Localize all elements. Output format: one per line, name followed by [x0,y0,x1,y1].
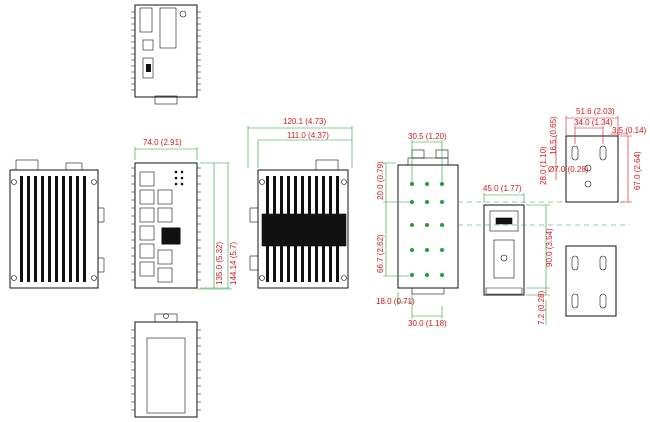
front-view: 74.0 (2.91) 135.0 (5.32) 144.14 (5.7) [131,138,238,290]
rear-top-offset-label: 20.0 (0.79) [376,161,385,200]
din-clip-height-label: 90.0 (3.54) [545,228,554,267]
alignment-lines [458,201,630,226]
din-clip: 45.0 (1.77) 90.0 (3.54) 7.2 (0.28) [483,184,554,325]
side-depth-total-label: 120.1 (4.73) [283,117,326,126]
rear-hole-vertical-label: 66.7 (2.62) [376,234,385,273]
wall-top-offset-label: 28.0 (1.10) [539,146,548,185]
wall-slot-label: 16.5 (0.65) [549,116,558,155]
wall-hole-spacing-label: 34.0 (1.34) [574,118,613,127]
wall-edge-offset-label: 3.5 (0.14) [612,126,647,135]
wall-mount-bracket: 51.6 (2.03) 34.0 (1.34) 3.5 (0.14) 16.5 … [539,107,647,317]
right-side-view: 120.1 (4.73) 111.0 (4.37) [247,117,353,289]
din-clip-width-label: 45.0 (1.77) [483,184,522,193]
bottom-view [131,313,201,418]
front-height-body-label: 135.0 (5.32) [215,242,224,285]
rear-hole-spacing-top-label: 30.5 (1.20) [408,132,447,141]
side-depth-body-label: 111.0 (4.37) [287,131,329,140]
wall-total-width-label: 51.6 (2.03) [576,107,615,116]
front-width-label: 74.0 (2.91) [143,138,182,147]
top-view [131,4,201,105]
rear-view: 30.5 (1.20) 20.0 (0.79) 66.7 (2.62) 18.0… [376,132,459,328]
wall-hole-diameter-label: Ø7.0 (0.28) [548,165,589,174]
left-side-view [9,159,105,289]
rear-bottom-width-label: 30.0 (1.18) [408,319,447,328]
wall-height-label: 67.0 (2.64) [633,151,642,190]
front-height-total-label: 144.14 (5.7) [229,242,238,285]
rear-hole-left-label: 18.0 (0.71) [376,297,415,306]
din-bottom-label: 7.2 (0.28) [537,290,546,325]
